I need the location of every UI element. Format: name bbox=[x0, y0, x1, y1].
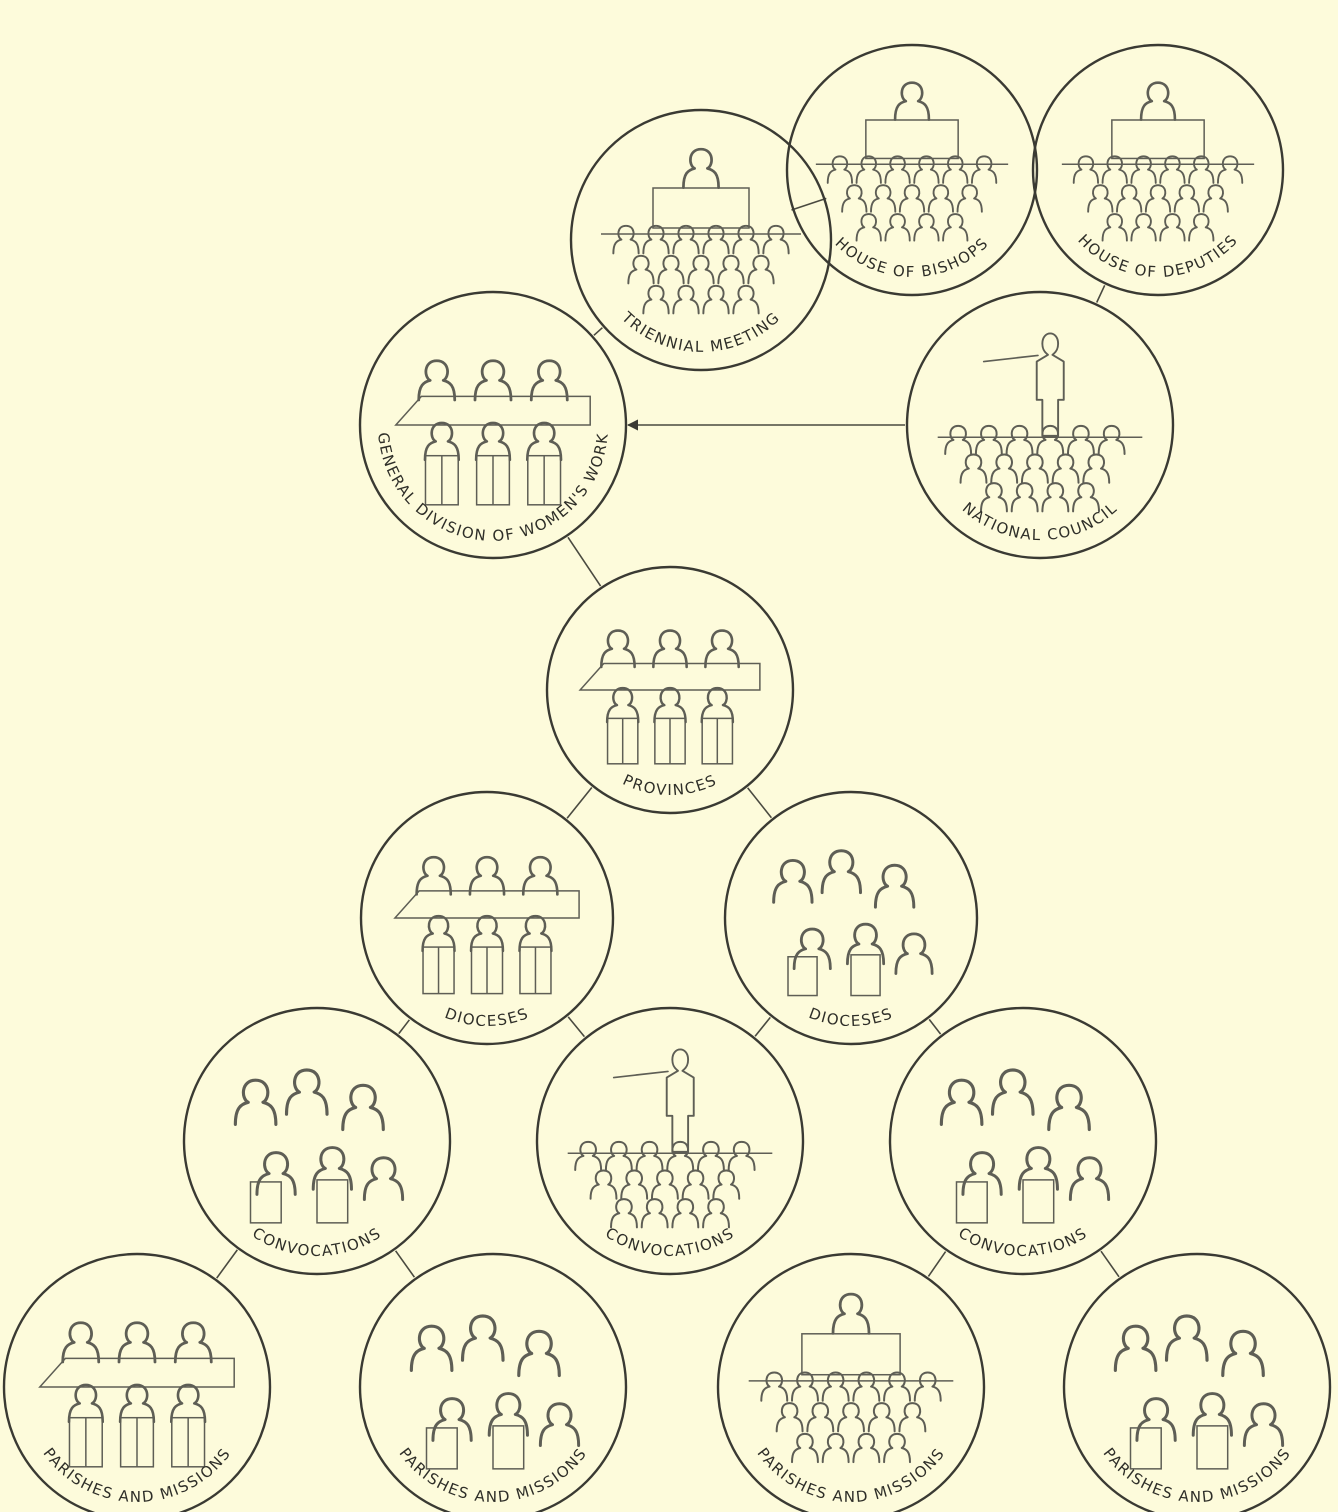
node-circle bbox=[1064, 1254, 1330, 1512]
scene-illustration bbox=[395, 857, 579, 993]
scene-illustration bbox=[816, 83, 1008, 241]
node-label: TRIENNIAL MEETING bbox=[618, 307, 784, 355]
node-circle bbox=[360, 1254, 626, 1512]
node-label: DIOCESES bbox=[443, 1004, 532, 1030]
node-label: NATIONAL COUNCIL bbox=[959, 499, 1121, 545]
node-label: HOUSE OF DEPUTIES bbox=[1074, 231, 1241, 281]
connector-convocations-1-parishes-1 bbox=[217, 1250, 238, 1278]
connector-triennial-meeting-general-division bbox=[594, 328, 603, 336]
node-general-division: GENERAL DIVISION OF WOMEN'S WORK bbox=[360, 292, 626, 558]
scene-illustration bbox=[411, 1316, 578, 1469]
scene-illustration bbox=[774, 851, 932, 996]
connector-house-of-bishops-triennial-meeting bbox=[792, 198, 827, 210]
node-provinces: PROVINCES bbox=[547, 567, 793, 813]
node-convocations-3: CONVOCATIONS bbox=[890, 1008, 1156, 1274]
node-label: CONVOCATIONS bbox=[249, 1224, 384, 1260]
scene-illustration bbox=[941, 1070, 1108, 1223]
scene-illustration bbox=[235, 1070, 402, 1223]
node-circle bbox=[890, 1008, 1156, 1274]
node-convocations-1: CONVOCATIONS bbox=[184, 1008, 450, 1274]
scene-illustration bbox=[749, 1294, 954, 1462]
node-house-of-bishops: HOUSE OF BISHOPS bbox=[787, 45, 1037, 295]
scene-illustration bbox=[40, 1323, 234, 1467]
connector-provinces-dioceses-2 bbox=[748, 788, 772, 818]
node-triennial-meeting: TRIENNIAL MEETING bbox=[571, 110, 831, 370]
connector-convocations-3-parishes-3 bbox=[928, 1252, 945, 1277]
node-label: CONVOCATIONS bbox=[955, 1224, 1090, 1260]
node-parishes-2: PARISHES AND MISSIONS bbox=[360, 1254, 626, 1512]
node-label: DIOCESES bbox=[807, 1004, 896, 1030]
node-national-council: NATIONAL COUNCIL bbox=[907, 292, 1173, 558]
connector-house-of-deputies-national-council bbox=[1097, 285, 1105, 302]
connector-convocations-3-parishes-4 bbox=[1101, 1251, 1119, 1277]
scene-illustration bbox=[938, 333, 1143, 511]
connector-dioceses-2-convocations-3 bbox=[929, 1019, 940, 1034]
node-dioceses-2: DIOCESES bbox=[725, 792, 977, 1044]
node-parishes-3: PARISHES AND MISSIONS bbox=[718, 1254, 984, 1512]
scene-illustration bbox=[1115, 1316, 1282, 1469]
scene-illustration bbox=[601, 149, 801, 313]
connector-provinces-dioceses-1 bbox=[567, 788, 592, 819]
scene-illustration bbox=[1062, 83, 1254, 241]
scene-illustration bbox=[568, 1049, 773, 1227]
node-dioceses-1: DIOCESES bbox=[361, 792, 613, 1044]
node-parishes-1: PARISHES AND MISSIONS bbox=[4, 1254, 270, 1512]
node-circle bbox=[725, 792, 977, 1044]
connector-general-division-provinces bbox=[568, 537, 601, 586]
node-circle bbox=[184, 1008, 450, 1274]
node-label: PROVINCES bbox=[620, 771, 720, 799]
scene-illustration bbox=[396, 361, 590, 505]
node-circle bbox=[537, 1008, 803, 1274]
connector-dioceses-1-convocations-1 bbox=[399, 1020, 410, 1034]
connector-dioceses-1-convocations-2 bbox=[568, 1017, 584, 1037]
connector-dioceses-2-convocations-2 bbox=[755, 1017, 770, 1036]
node-convocations-2: CONVOCATIONS bbox=[537, 1008, 803, 1274]
connector-convocations-1-parishes-2 bbox=[396, 1251, 415, 1277]
node-house-of-deputies: HOUSE OF DEPUTIES bbox=[1033, 45, 1283, 295]
node-label: PARISHES AND MISSIONS bbox=[753, 1444, 948, 1506]
node-circle bbox=[907, 292, 1173, 558]
node-parishes-4: PARISHES AND MISSIONS bbox=[1064, 1254, 1330, 1512]
node-label: CONVOCATIONS bbox=[602, 1224, 737, 1260]
node-circle bbox=[718, 1254, 984, 1512]
scene-illustration bbox=[580, 631, 760, 764]
